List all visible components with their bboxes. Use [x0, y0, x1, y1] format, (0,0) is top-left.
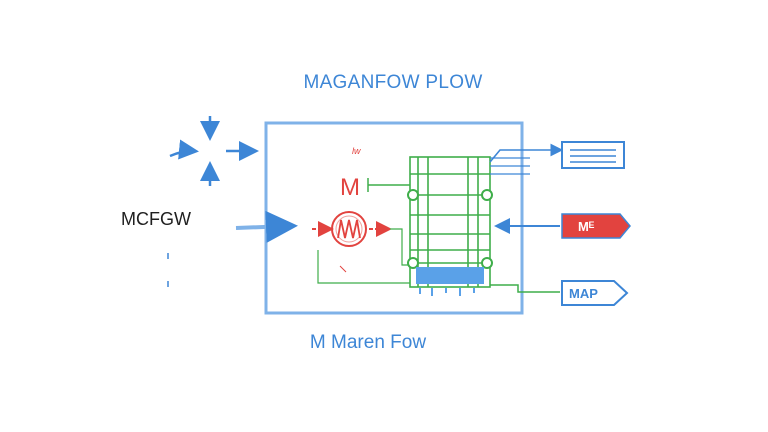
- bottom-output-connection: [490, 284, 560, 293]
- red-tag-label: Mᴱ: [578, 219, 595, 234]
- arrow-tag-label: MAP: [569, 286, 598, 301]
- arrow-tag-icon: MAP: [561, 280, 629, 306]
- grid-node: [407, 257, 419, 269]
- motor-bracket: [317, 228, 410, 284]
- m-connector: [367, 178, 410, 192]
- main-input-arrow: [235, 210, 298, 243]
- grid-nodes: [407, 189, 493, 269]
- diagram-caption: M Maren Fow: [309, 332, 427, 353]
- inner-small-label: lw: [352, 146, 361, 156]
- grid-node: [407, 189, 419, 201]
- grid-node: [481, 257, 493, 269]
- motor-icon: [312, 211, 392, 247]
- four-arrows-cross-icon: [169, 116, 259, 186]
- left-input-label: MCFGW: [121, 209, 191, 229]
- top-output-connection: [489, 143, 564, 175]
- grid-node: [481, 189, 493, 201]
- red-tag-icon: Mᴱ: [561, 213, 631, 239]
- diagram-title: MAGANFOW PLOW: [303, 72, 483, 93]
- blue-fluid: [416, 267, 484, 296]
- document-icon: [561, 141, 625, 169]
- main-process-box: [264, 121, 524, 315]
- inner-big-label: M: [340, 174, 360, 201]
